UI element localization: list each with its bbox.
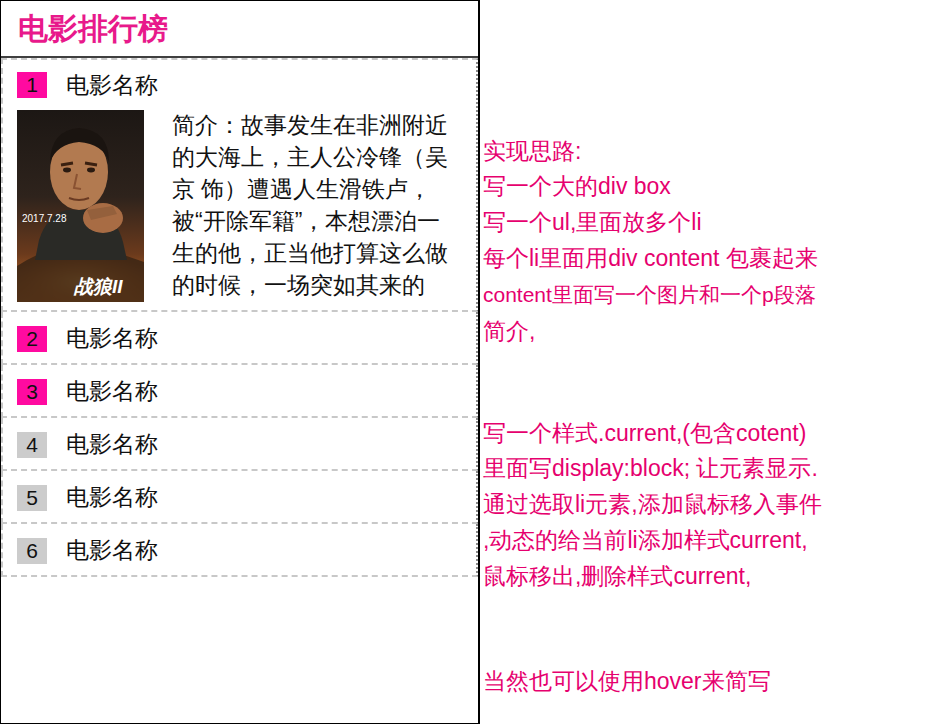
rank-number: 1 <box>17 72 47 98</box>
rank-number: 2 <box>17 326 47 352</box>
movie-name: 电影名称 <box>66 323 158 353</box>
list-item: 电影名称 3 <box>1 365 478 418</box>
note-line: 写一个ul,里面放多个li <box>483 207 702 237</box>
rank-number: 3 <box>17 379 47 405</box>
note-line: 每个li里面用div content 包裹起来 <box>483 243 818 273</box>
list-item: 电影名称 6 <box>1 524 478 577</box>
list-item: 电影名称 4 <box>1 418 478 471</box>
poster-text: 2017.7.28 <box>22 213 67 225</box>
rank-badge: 2 <box>17 326 47 352</box>
note-line: 里面写display:block; 让元素显示. <box>483 453 818 483</box>
rank-badge: 5 <box>17 485 47 511</box>
note-line: 当然也可以使用hover来简写 <box>483 666 771 696</box>
rank-badge: 3 <box>17 379 47 405</box>
list-item: 电影名称 5 <box>1 471 478 524</box>
movie-poster <box>17 110 144 302</box>
rank-number: 5 <box>17 485 47 511</box>
movie-intro: 简介：故事发生在非洲附近的大海上，主人公冷锋（吴京 饰）遭遇人生滑铁卢，被“开除… <box>172 109 452 301</box>
note-line: 简介, <box>483 316 535 346</box>
rank-number: 6 <box>17 538 47 564</box>
note-line: ,动态的给当前li添加样式current, <box>483 525 808 555</box>
panel-title: 电影排行榜 <box>18 11 168 47</box>
rank-badge: 1 <box>17 72 47 98</box>
rank-number: 4 <box>17 432 47 458</box>
note-line: 写一个大的div box <box>483 171 671 201</box>
movie-name: 电影名称 <box>66 429 158 459</box>
rank-badge: 6 <box>17 538 47 564</box>
poster-text: 战狼II <box>74 276 123 298</box>
rank-badge: 4 <box>17 432 47 458</box>
note-line: 通过选取li元素,添加鼠标移入事件 <box>483 489 822 519</box>
note-line: 写一个样式.current,(包含cotent) <box>483 418 806 448</box>
list-item: 电影名称简介：故事发生在非洲附近的大海上，主人公冷锋（吴京 饰）遭遇人生滑铁卢，… <box>1 58 478 312</box>
movie-name: 电影名称 <box>66 376 158 406</box>
note-line: 鼠标移出,删除样式current, <box>483 561 751 591</box>
movie-name: 电影名称 <box>66 70 158 100</box>
list-item: 电影名称 2 <box>1 312 478 365</box>
movie-name: 电影名称 <box>66 482 158 512</box>
note-line: 实现思路: <box>483 136 581 166</box>
movie-name: 电影名称 <box>66 535 158 565</box>
ranking-panel: 电影排行榜电影名称简介：故事发生在非洲附近的大海上，主人公冷锋（吴京 饰）遭遇人… <box>0 0 480 724</box>
note-line: content里面写一个图片和一个p段落 <box>483 280 816 310</box>
